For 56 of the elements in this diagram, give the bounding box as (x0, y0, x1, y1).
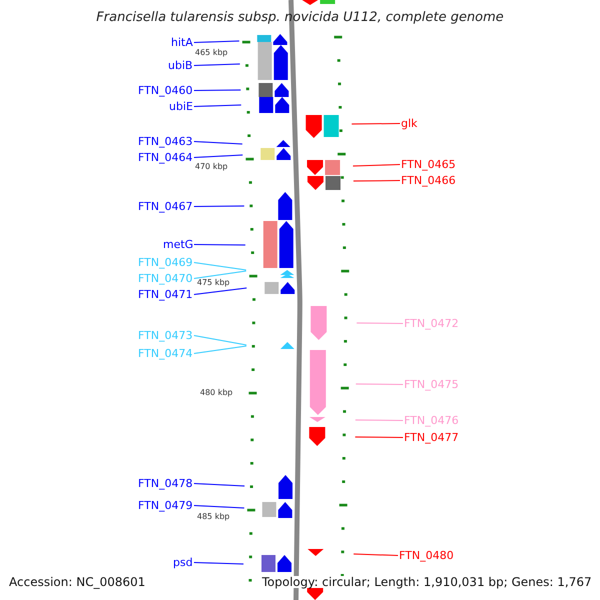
gene-label: FTN_0472 (404, 318, 459, 328)
title: Francisella tularensis subsp. novicida U112, complete genome (95, 11, 505, 24)
gene-label: FTN_0480 (399, 550, 454, 560)
footer-text: Accession: NC_008601 (9, 576, 146, 588)
leader-line (194, 244, 246, 246)
leader-line (194, 562, 244, 564)
gene-label: metG (163, 238, 194, 250)
leader-line (351, 123, 400, 124)
leader-line (194, 262, 247, 270)
gene-label: FTN_0478 (138, 478, 193, 488)
leader-line (194, 154, 244, 158)
gene-label: psd (173, 556, 193, 568)
leader-line (194, 483, 246, 486)
gene-label: FTN_0477 (404, 432, 459, 442)
scale-label: 480 kbp (200, 389, 233, 397)
leader-line (194, 40, 240, 43)
gene-label: FTN_0475 (404, 378, 459, 390)
leader-line (355, 384, 404, 385)
gene-label: FTN_0476 (404, 414, 459, 426)
gene-label: FTN_0464 (138, 152, 193, 162)
leader-line (194, 104, 242, 107)
leader-line (194, 206, 245, 207)
scale-label: 465 kbp (195, 49, 228, 57)
leader-line (194, 270, 247, 279)
scale-label: 475 kbp (197, 279, 230, 287)
leader-line (194, 346, 247, 354)
gene-label: FTN_0463 (138, 136, 193, 146)
leader-line (194, 288, 248, 295)
gene-label: FTN_0470 (138, 272, 193, 284)
gene-label: FTN_0479 (138, 500, 193, 510)
gene-label: FTN_0460 (138, 84, 193, 96)
gene-label: FTN_0466 (401, 174, 456, 186)
gene-label: FTN_0473 (138, 330, 193, 340)
leader-line (194, 64, 240, 66)
leader-line (352, 164, 400, 166)
leader-line (354, 436, 404, 438)
leader-line (352, 180, 400, 182)
leader-line (353, 554, 398, 556)
gene-label: FTN_0465 (401, 158, 456, 170)
leader-line (194, 505, 245, 508)
gene-label: FTN_0467 (138, 200, 193, 212)
scale-label: 470 kbp (195, 163, 228, 171)
gene-label: ubiE (169, 100, 193, 112)
leader-line (356, 322, 404, 324)
gene-label: FTN_0471 (138, 288, 193, 300)
gene-label: glk (401, 118, 418, 128)
scale-label: 485 kbp (197, 513, 230, 521)
leader-line (194, 141, 243, 144)
leader-line (194, 335, 247, 346)
gene-label: FTN_0469 (138, 256, 193, 268)
gene-label: hitA (171, 36, 193, 48)
gene-label: ubiB (168, 60, 193, 70)
gene-label: FTN_0474 (138, 348, 193, 358)
leader-line (194, 90, 242, 91)
footer-text: Topology: circular; Length: 1,910,031 bp; Genes: 1,767 (262, 576, 592, 588)
leader-line (354, 420, 404, 421)
